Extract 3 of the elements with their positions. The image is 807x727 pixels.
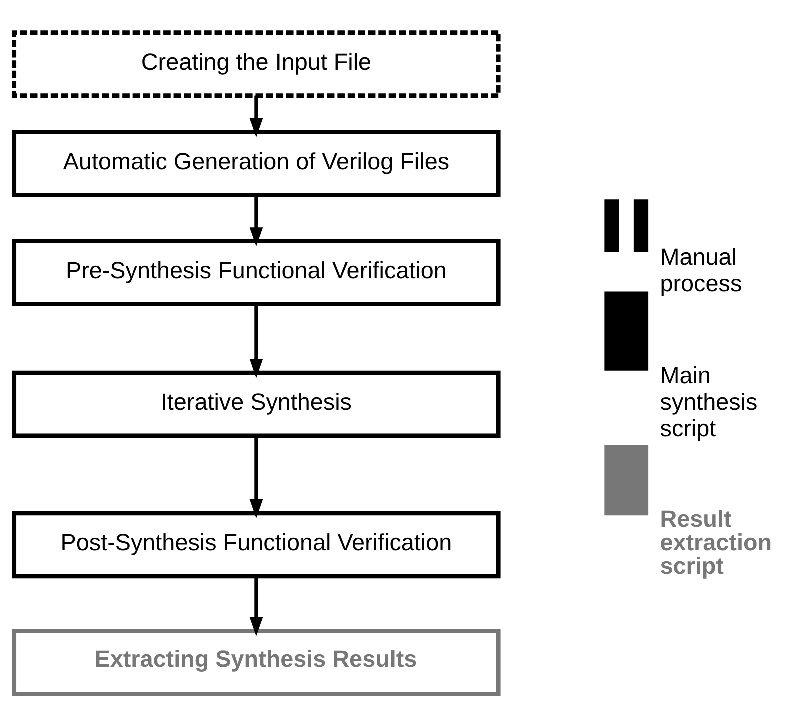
- legend-label: Result extraction script: [660, 506, 772, 579]
- legend-label: Main synthesis script: [660, 362, 758, 442]
- legend-label: Manual process: [660, 244, 742, 297]
